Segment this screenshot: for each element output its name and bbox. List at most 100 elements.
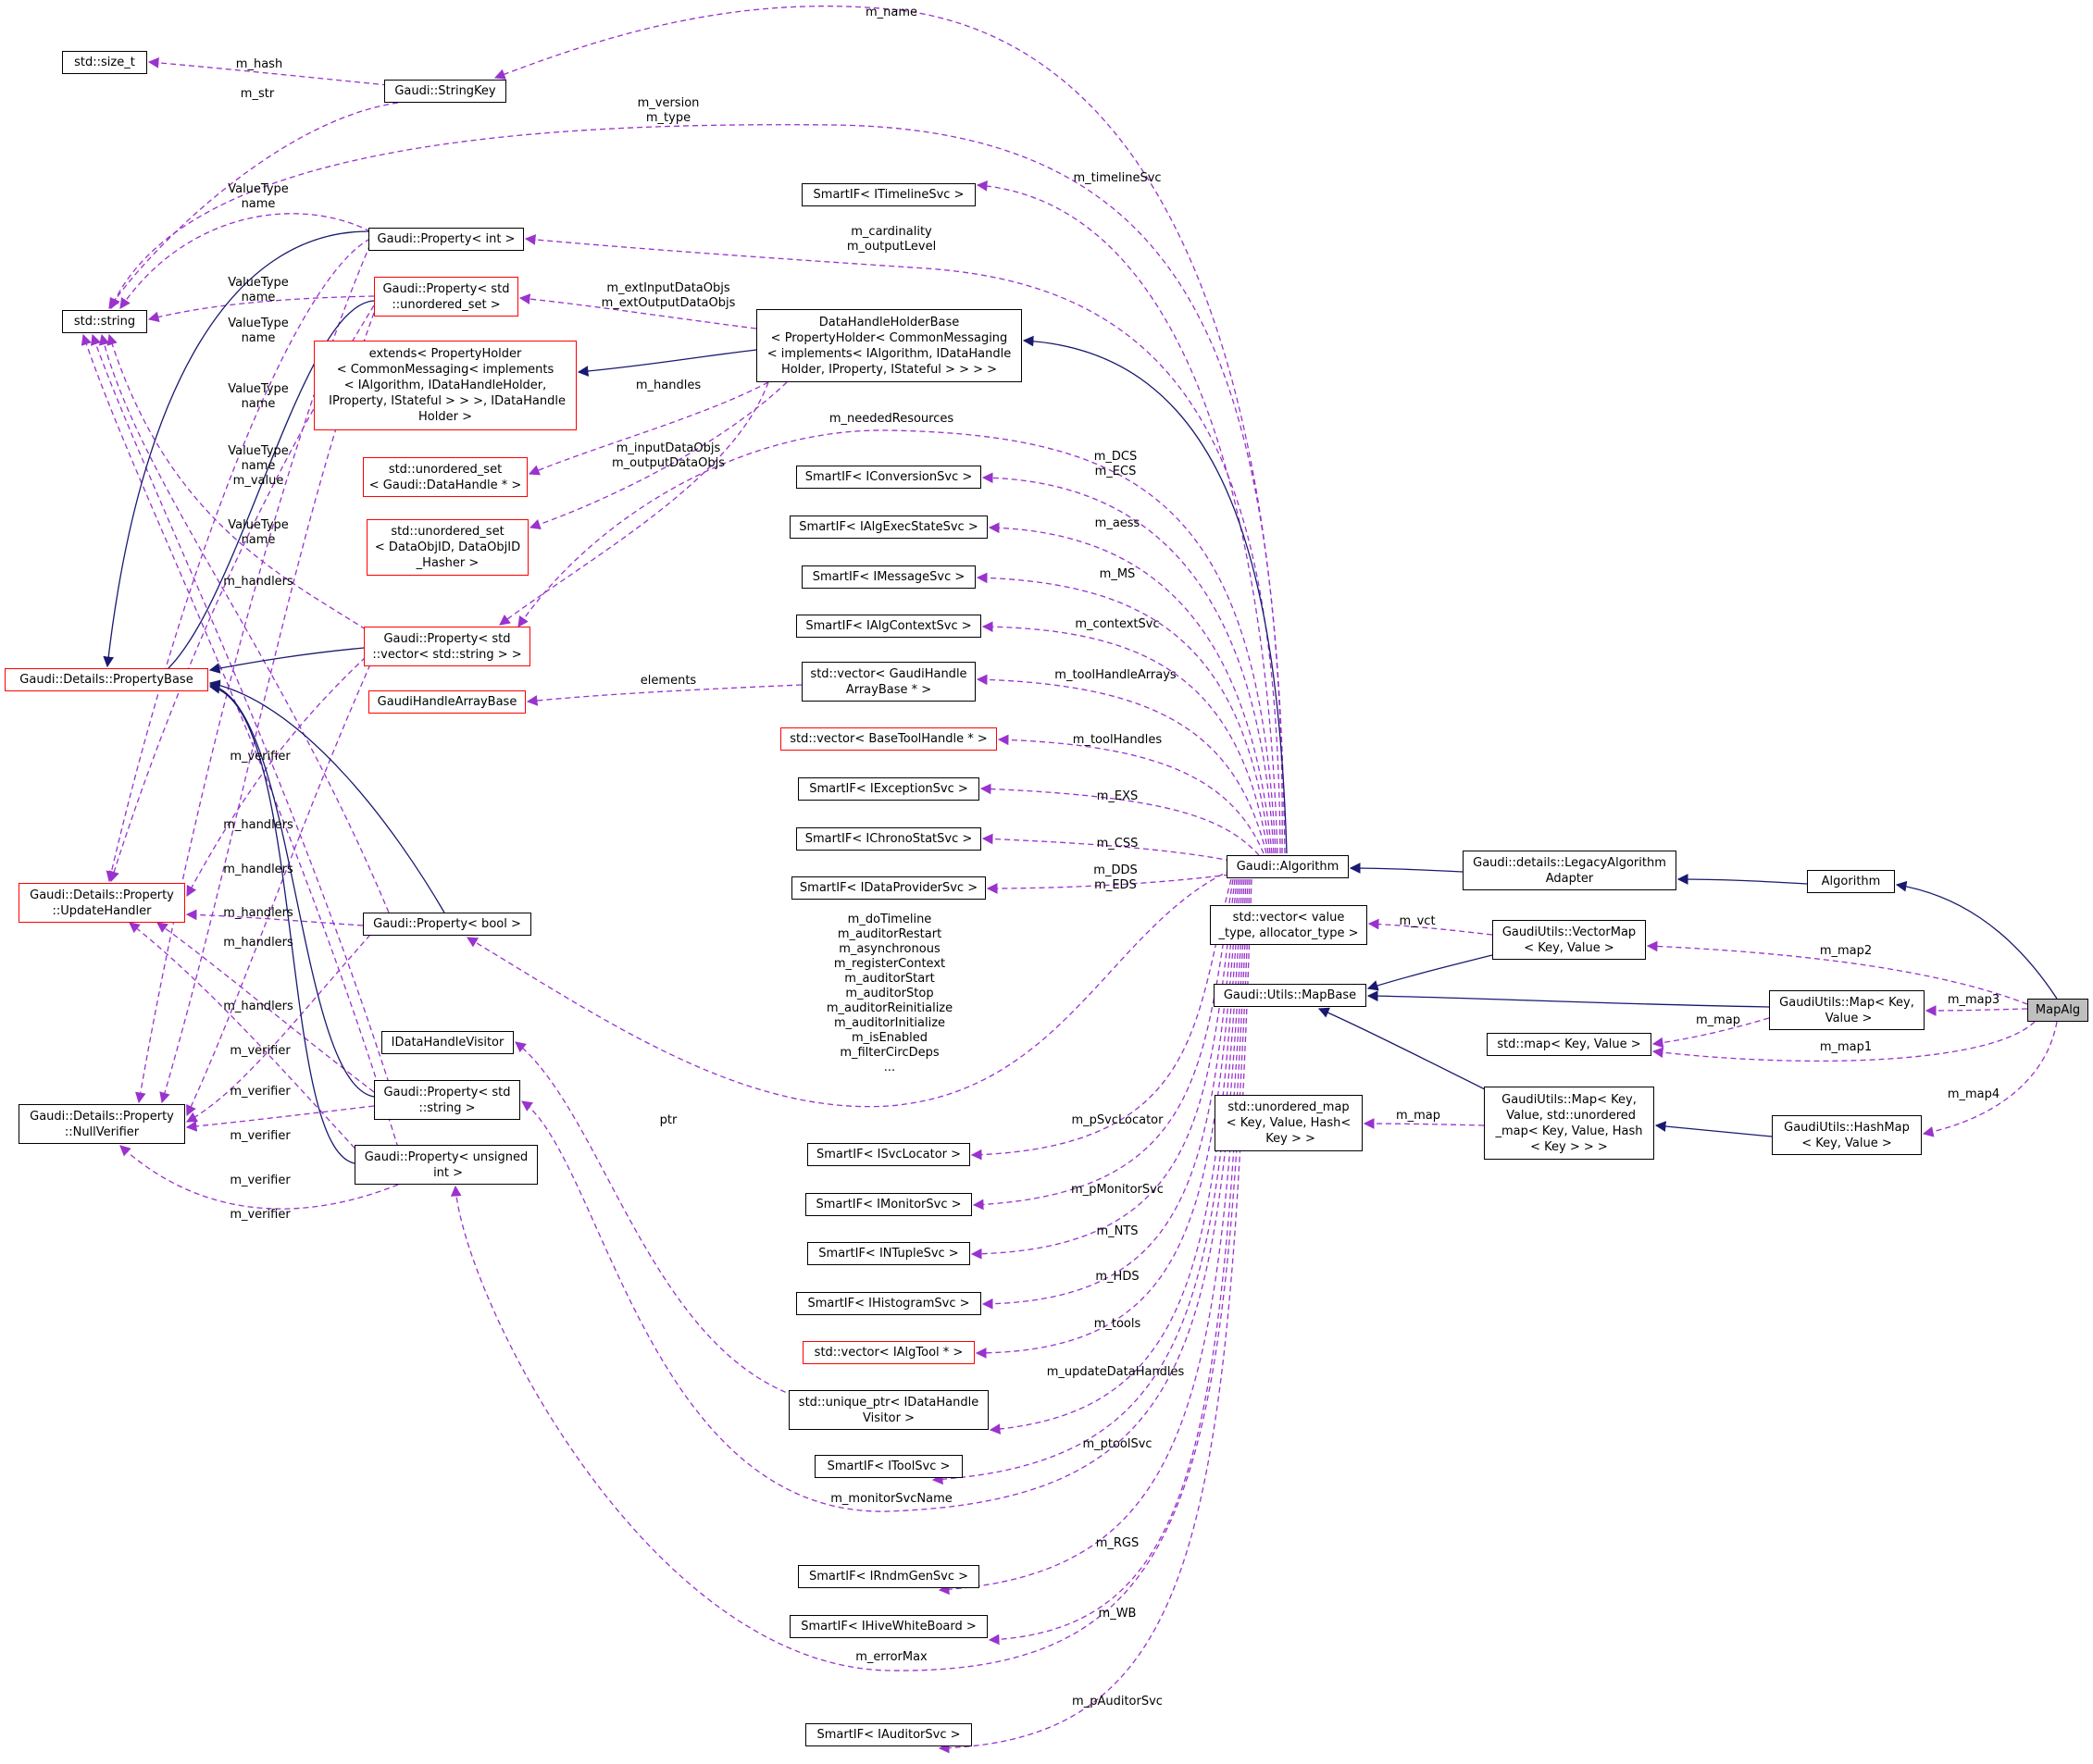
edge-dhhb-extends — [577, 349, 757, 377]
edge-legacy-algorithm — [1349, 863, 1464, 874]
edge-label-elements: elements — [640, 674, 697, 688]
edge-algorithm-string-version — [109, 124, 1286, 854]
edge-label-m-map-std: m_map — [1695, 1013, 1741, 1027]
node-gaudi-stringkey[interactable]: Gaudi::StringKey — [384, 80, 506, 103]
edge-label-m-verifier-5: m_verifier — [230, 1174, 291, 1187]
edge-propstring-propbase — [208, 681, 375, 1098]
edge-label-valuetype-name-4: ValueType name — [228, 382, 289, 411]
node-smartif-messagesvc[interactable]: SmartIF< IMessageSvc > — [802, 565, 976, 589]
node-smartif-histogramsvc[interactable]: SmartIF< IHistogramSvc > — [796, 1292, 981, 1315]
node-mapbase[interactable]: Gaudi::Utils::MapBase — [1214, 984, 1366, 1007]
node-vector-basetoolhandle[interactable]: std::vector< BaseToolHandle * > — [780, 727, 997, 751]
edge-label-m-ms: m_MS — [1099, 567, 1136, 581]
edge-label-m-handlers-5: m_handlers — [223, 936, 293, 950]
edge-label-m-contextsvc: m_contextSvc — [1075, 617, 1160, 631]
edge-propuset-updhandler — [108, 304, 375, 883]
edge-dhhb-usetdh — [528, 381, 769, 476]
edge-label-m-css: m_CSS — [1096, 837, 1139, 851]
node-legacyalgorithmadapter[interactable]: Gaudi::details::LegacyAlgorithm Adapter — [1463, 851, 1676, 890]
edge-mapalg-gumap — [1925, 1005, 2028, 1016]
edge-label-valuetype-name-5: ValueType name — [228, 518, 289, 547]
edge-label-m-verifier-1: m_verifier — [230, 750, 291, 764]
edge-label-m-verifier-2: m_verifier — [230, 1044, 291, 1058]
edge-label-m-handlers-2: m_handlers — [223, 818, 293, 832]
edge-label-m-exs: m_EXS — [1096, 789, 1139, 803]
node-smartif-monitorsvc[interactable]: SmartIF< IMonitorSvc > — [805, 1193, 972, 1216]
edge-gumapumap-mapbase — [1317, 1007, 1491, 1093]
node-smartif-chronostatsvc[interactable]: SmartIF< IChronoStatSvc > — [796, 827, 981, 851]
edge-label-m-toolhandlearrays: m_toolHandleArrays — [1054, 668, 1177, 682]
edge-label-m-map4: m_map4 — [1947, 1087, 2000, 1101]
node-gaudi-algorithm[interactable]: Gaudi::Algorithm — [1227, 855, 1349, 878]
edge-propvec-updhandler — [186, 656, 367, 898]
node-property-unordered-set[interactable]: Gaudi::Property< std ::unordered_set > — [374, 277, 518, 317]
node-property-unsigned-int[interactable]: Gaudi::Property< unsigned int > — [355, 1145, 538, 1185]
node-unordered-set-datahandle[interactable]: std::unordered_set < Gaudi::DataHandle *… — [363, 457, 528, 497]
node-vector-value-type[interactable]: std::vector< value _type, allocator_type… — [1210, 905, 1367, 945]
node-gaudiutils-vectormap[interactable]: GaudiUtils::VectorMap < Key, Value > — [1492, 920, 1646, 960]
node-idatahandlevisitor[interactable]: IDataHandleVisitor — [381, 1031, 514, 1054]
edge-label-m-map3: m_map3 — [1947, 993, 2000, 1007]
edge-label-m-version-type: m_version m_type — [637, 96, 700, 125]
node-std-map[interactable]: std::map< Key, Value > — [1487, 1033, 1651, 1056]
edge-label-ext-input-output: m_extInputDataObjs m_extOutputDataObjs — [601, 281, 736, 310]
node-datahandleholderbase[interactable]: DataHandleHolderBase < PropertyHolder< C… — [756, 309, 1022, 382]
edge-label-m-dcs-ecs: m_DCS m_ECS — [1093, 450, 1138, 478]
node-algorithm[interactable]: Algorithm — [1807, 870, 1895, 893]
node-gaudiutils-hashmap[interactable]: GaudiUtils::HashMap < Key, Value > — [1772, 1115, 1922, 1155]
edge-label-m-psvclocator: m_pSvcLocator — [1071, 1113, 1164, 1127]
node-vector-ialgtool[interactable]: std::vector< IAlgTool * > — [803, 1341, 975, 1364]
edge-propvec-string-1 — [106, 333, 367, 630]
edge-propuint-propbase — [208, 683, 355, 1164]
node-unique-ptr-idatahandlevisitor[interactable]: std::unique_ptr< IDataHandle Visitor > — [789, 1390, 989, 1430]
node-property-bool[interactable]: Gaudi::Property< bool > — [363, 913, 531, 936]
edge-propint-updhandler — [106, 238, 371, 883]
node-smartif-toolsvc[interactable]: SmartIF< IToolSvc > — [815, 1455, 963, 1478]
edge-label-m-toolhandles: m_toolHandles — [1072, 733, 1163, 747]
node-std-string[interactable]: std::string — [62, 310, 147, 333]
node-std-size-t[interactable]: std::size_t — [62, 51, 147, 74]
node-smartif-conversionsvc[interactable]: SmartIF< IConversionSvc > — [796, 466, 981, 489]
node-vector-gaudihandlearraybase[interactable]: std::vector< GaudiHandle ArrayBase * > — [802, 662, 976, 702]
edge-algorithm-legacy — [1676, 874, 1808, 885]
node-smartif-svclocator[interactable]: SmartIF< ISvcLocator > — [807, 1143, 970, 1166]
edge-algorithm-vecalgtool — [975, 878, 1240, 1359]
edge-propuint-string — [81, 333, 399, 1149]
edge-algorithm-rndm — [938, 878, 1247, 1596]
edge-label-bool-members: m_doTimeline m_auditorRestart m_asynchro… — [826, 913, 953, 1075]
edge-gumap-stdmap — [1651, 1017, 1770, 1049]
node-propertybase[interactable]: Gaudi::Details::PropertyBase — [5, 668, 208, 691]
edge-stringkey-sizet — [147, 57, 389, 86]
node-smartif-rndmgensvc[interactable]: SmartIF< IRndmGenSvc > — [798, 1565, 979, 1588]
edge-vectormap-vecvalue — [1367, 918, 1493, 936]
node-gaudiutils-map-unordered[interactable]: GaudiUtils::Map< Key, Value, std::unorde… — [1484, 1087, 1654, 1160]
node-smartif-timelinesvc[interactable]: SmartIF< ITimelineSvc > — [802, 183, 976, 206]
node-smartif-dataprovidersvc[interactable]: SmartIF< IDataProviderSvc > — [791, 876, 986, 900]
node-smartif-algcontextsvc[interactable]: SmartIF< IAlgContextSvc > — [796, 615, 981, 638]
node-gaudihandlearraybase[interactable]: GaudiHandleArrayBase — [368, 690, 526, 714]
edge-gumapumap-umap — [1363, 1118, 1485, 1129]
node-property-vector-string[interactable]: Gaudi::Property< std ::vector< std::stri… — [364, 627, 530, 666]
edge-dhhb-propuset — [518, 293, 757, 329]
node-extends-propertyholder[interactable]: extends< PropertyHolder < CommonMessagin… — [314, 341, 577, 430]
node-smartif-hivewhiteboard[interactable]: SmartIF< IHiveWhiteBoard > — [790, 1615, 988, 1638]
node-property-int[interactable]: Gaudi::Property< int > — [368, 228, 524, 251]
node-smartif-algexecstatesvc[interactable]: SmartIF< IAlgExecStateSvc > — [790, 516, 988, 539]
edge-algorithm-timeline — [976, 180, 1278, 854]
node-smartif-exceptionsvc[interactable]: SmartIF< IExceptionSvc > — [798, 777, 979, 801]
node-unordered-set-dataobjid[interactable]: std::unordered_set < DataObjID, DataObjI… — [367, 519, 529, 576]
edge-propbool-propbase — [208, 679, 445, 913]
node-property-string[interactable]: Gaudi::Property< std ::string > — [374, 1080, 520, 1120]
edge-algorithm-exception — [979, 783, 1260, 856]
node-smartif-auditorsvc[interactable]: SmartIF< IAuditorSvc > — [805, 1723, 972, 1746]
edge-label-input-output-objs: m_inputDataObjs m_outputDataObjs — [612, 441, 725, 470]
edge-label-m-verifier-4: m_verifier — [230, 1129, 291, 1143]
node-std-unordered-map[interactable]: std::unordered_map < Key, Value, Hash< K… — [1215, 1095, 1363, 1151]
node-nullverifier[interactable]: Gaudi::Details::Property ::NullVerifier — [19, 1104, 185, 1144]
node-updatehandler[interactable]: Gaudi::Details::Property ::UpdateHandler — [19, 883, 185, 923]
node-mapalg[interactable]: MapAlg — [2027, 999, 2088, 1022]
edge-label-valuetype-name-2: ValueType name — [228, 276, 289, 304]
node-gaudiutils-map[interactable]: GaudiUtils::Map< Key, Value > — [1769, 990, 1925, 1030]
node-smartif-ntuplesvc[interactable]: SmartIF< INTupleSvc > — [807, 1242, 970, 1265]
edge-gumap-mapbase — [1366, 990, 1770, 1008]
